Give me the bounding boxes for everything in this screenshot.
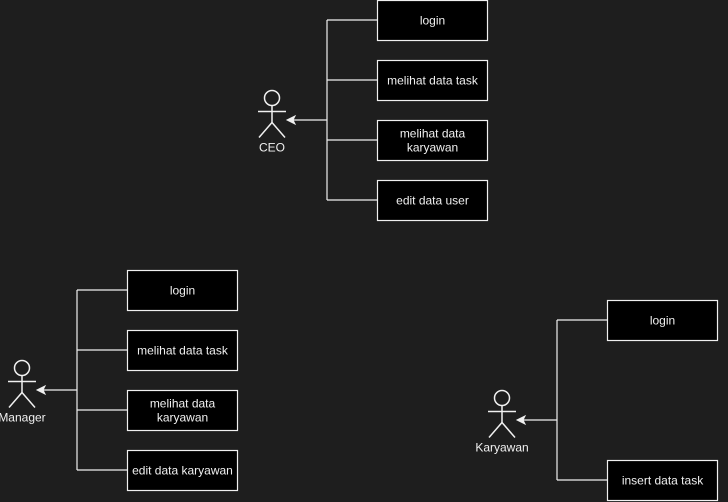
- manager-usecase-login-box: [126, 269, 239, 312]
- manager-usecase-melihat-data-karyawan-label: karyawan: [157, 411, 208, 425]
- ceo-usecase-login-box: [376, 0, 489, 42]
- ceo-usecase-login-label: login: [420, 14, 445, 28]
- karyawan-usecase-login-label: login: [650, 314, 675, 328]
- manager-usecase-melihat-data-karyawan-label: melihat data: [150, 397, 216, 411]
- ceo-usecase-edit-data-user-box: [376, 179, 489, 222]
- ceo-actor-head: [263, 89, 281, 107]
- manager-usecase-edit-data-karyawan-label: edit data karyawan: [132, 464, 233, 478]
- manager-usecase-login-label: login: [170, 284, 195, 298]
- manager-actor-left-leg: [8, 392, 23, 408]
- karyawan-actor-head: [493, 389, 511, 407]
- karyawan-usecase-login-box: [606, 299, 719, 342]
- karyawan-actor-left-leg: [488, 422, 503, 438]
- ceo-usecase-melihat-data-karyawan-label: melihat data: [400, 127, 466, 141]
- ceo-actor-right-leg: [271, 122, 286, 138]
- manager-actor-head: [13, 359, 31, 377]
- manager-usecase-melihat-data-task-box: [126, 329, 239, 372]
- ceo-usecase-melihat-data-karyawan-label: karyawan: [407, 141, 458, 155]
- ceo-actor-left-leg: [258, 122, 273, 138]
- manager-actor-right-leg: [21, 392, 36, 408]
- manager-usecase-edit-data-karyawan-box: [126, 449, 239, 492]
- ceo-usecase-edit-data-user-label: edit data user: [396, 194, 469, 208]
- karyawan-actor-right-leg: [501, 422, 516, 438]
- manager-actor-label: Manager: [0, 411, 46, 425]
- karyawan-arrow-head-icon: [515, 414, 527, 426]
- manager-usecase-melihat-data-karyawan-box: [126, 389, 239, 432]
- ceo-actor-label: CEO: [259, 141, 285, 155]
- karyawan-usecase-insert-data-task-box: [606, 459, 719, 502]
- karyawan-actor-label: Karyawan: [475, 441, 528, 455]
- manager-arrow-head-icon: [35, 384, 47, 396]
- karyawan-usecase-insert-data-task-label: insert data task: [622, 474, 704, 488]
- ceo-usecase-melihat-data-task-box: [376, 59, 489, 102]
- ceo-usecase-melihat-data-task-label: melihat data task: [387, 74, 479, 88]
- ceo-arrow-head-icon: [285, 114, 297, 126]
- manager-usecase-melihat-data-task-label: melihat data task: [137, 344, 229, 358]
- ceo-usecase-melihat-data-karyawan-box: [376, 119, 489, 162]
